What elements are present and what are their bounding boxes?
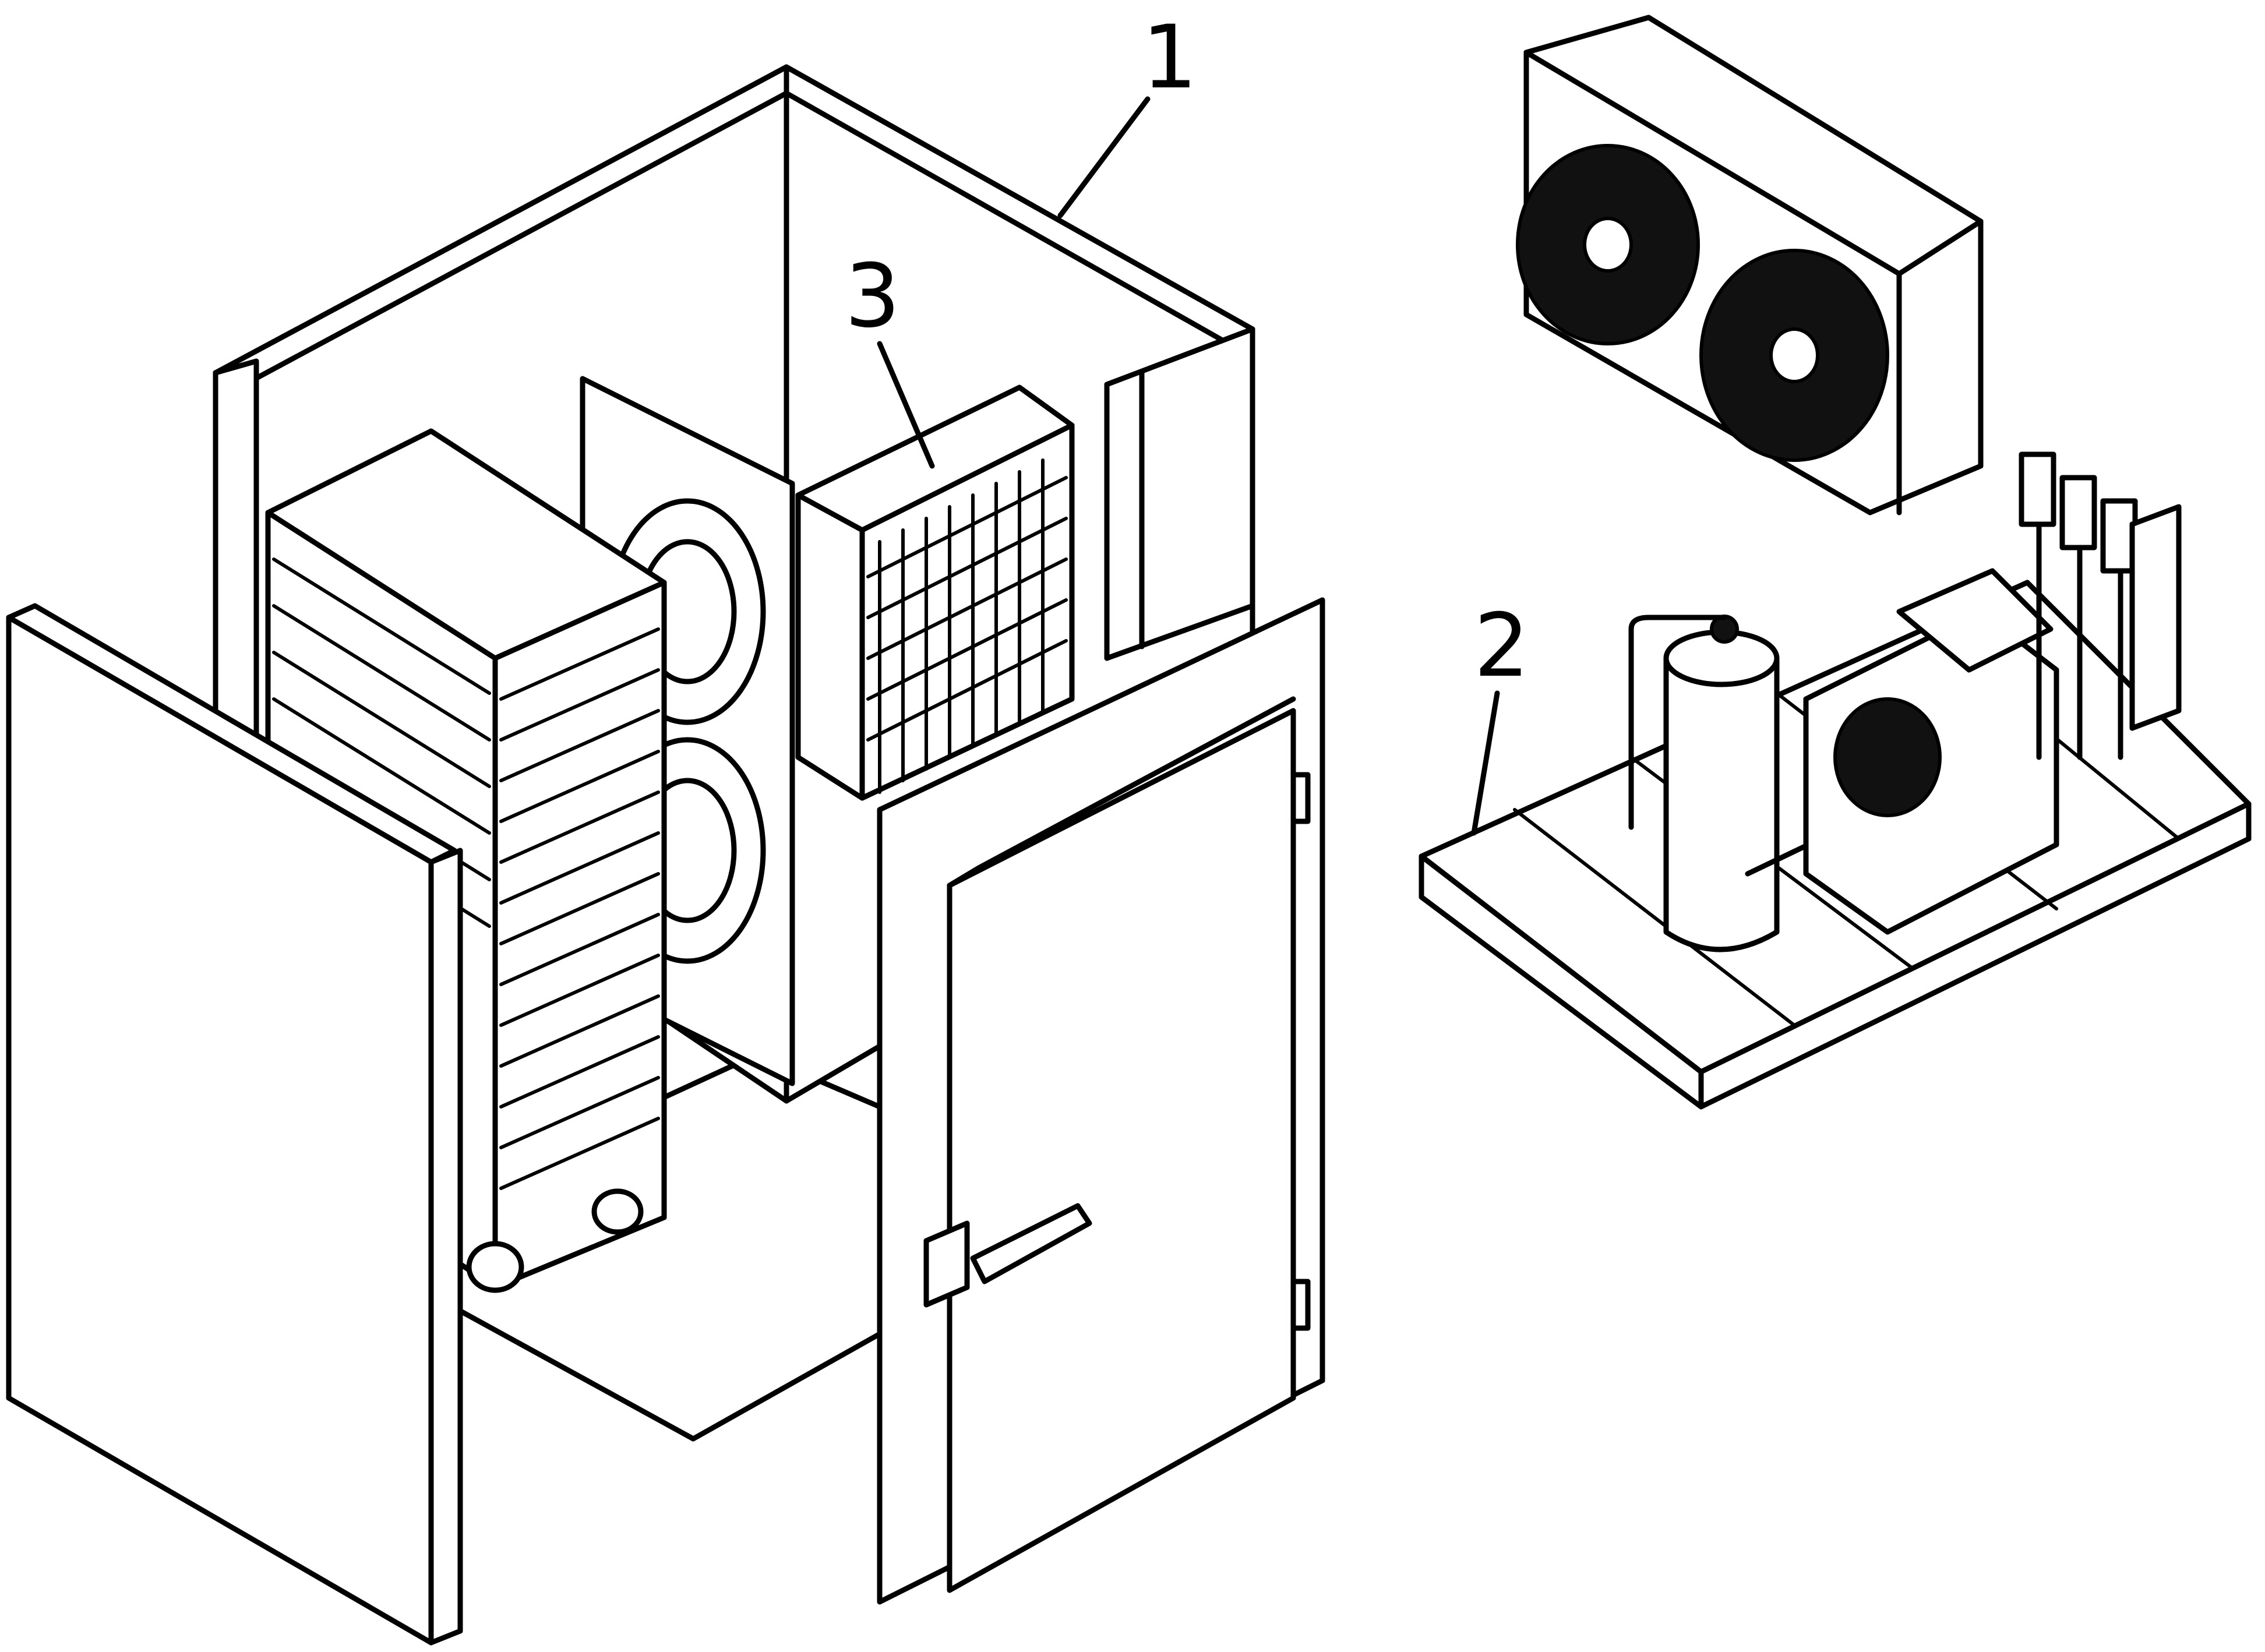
fan-hub-icon (1583, 217, 1633, 273)
right-door (877, 597, 1325, 1605)
receiver-tank (1663, 641, 1780, 952)
trolley-wheel-icon (591, 1188, 644, 1235)
right-door-leaf (947, 708, 1296, 1593)
right-door-leaf-top (947, 696, 1296, 888)
door-lock-icon (923, 1220, 970, 1308)
door-hinge-icon (1290, 1279, 1311, 1331)
condenser-unit (1516, 15, 1984, 516)
evaporator-box (795, 384, 1075, 801)
callout-1: 1 (1057, 7, 1197, 218)
callout-label-1: 1 (1142, 7, 1197, 108)
compressor-motor-icon (1833, 697, 1942, 817)
right-post (1104, 326, 1255, 661)
callout-2: 2 (1471, 595, 1529, 836)
callout-label-2: 2 (1474, 595, 1529, 697)
left-door-edge (428, 848, 463, 1646)
leader-line-3 (877, 341, 935, 469)
tank-valve-icon (1710, 615, 1739, 644)
side-panel (2129, 504, 2182, 731)
pressure-switch-icon (2059, 475, 2097, 550)
left-door (6, 603, 463, 1646)
unit-base-front (1698, 801, 2252, 1110)
fan-hub-icon (1769, 327, 1819, 383)
trolley-wheel-icon (466, 1241, 524, 1293)
pipe (1628, 615, 1727, 830)
evaporator-coil (866, 458, 1068, 794)
leader-line-1 (1057, 96, 1151, 218)
control-box (1896, 568, 2054, 673)
left-post (213, 358, 259, 749)
door-handle (970, 1203, 1092, 1284)
leader-line-2 (1471, 690, 1500, 836)
pressure-switch-icon (2019, 451, 2056, 527)
callout-label-3: 3 (845, 246, 900, 347)
compressor-unit (1419, 451, 2252, 1110)
door-hinge-icon (1290, 772, 1311, 824)
callout-3: 3 (845, 246, 935, 469)
